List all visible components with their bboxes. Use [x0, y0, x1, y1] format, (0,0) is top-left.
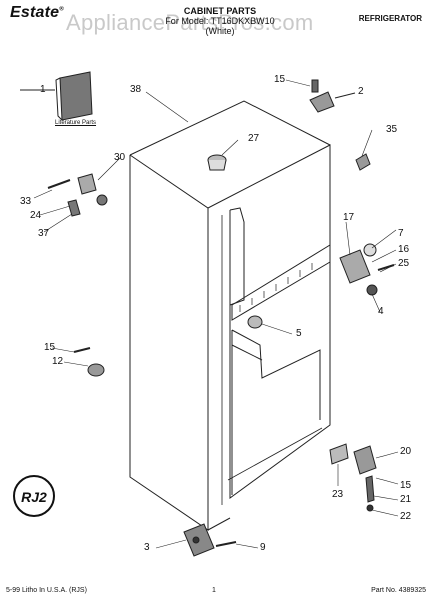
- footer-print-info: 5-99 Litho In U.S.A. (RJS): [6, 587, 87, 594]
- callout-15-bottom: 15: [400, 480, 412, 491]
- callout-24: 24: [30, 210, 42, 221]
- callout-38: 38: [130, 84, 142, 95]
- callout-12: 12: [52, 356, 64, 367]
- callout-17: 17: [343, 212, 355, 223]
- title-line-2: For Model: TT16DKXBW10: [165, 16, 275, 26]
- callout-25: 25: [398, 258, 410, 269]
- title-line-1: CABINET PARTS: [183, 6, 257, 16]
- footer-page-number: 1: [212, 587, 216, 594]
- callout-27: 27: [248, 133, 260, 144]
- callout-1: 1: [40, 84, 46, 95]
- diagram-title: CABINET PARTS For Model: TT16DKXBW10 (Wh…: [130, 6, 310, 36]
- callout-5: 5: [296, 328, 302, 339]
- callout-15-mid: 15: [44, 342, 56, 353]
- title-line-3: (White): [205, 26, 235, 36]
- watermark: AppliancePartsPros.com: [66, 10, 314, 35]
- callout-4: 4: [378, 306, 384, 317]
- callout-2: 2: [358, 86, 364, 97]
- callout-22: 22: [400, 511, 412, 522]
- callout-23: 23: [332, 489, 344, 500]
- svg-text:RJ2: RJ2: [21, 489, 47, 505]
- callout-30: 30: [114, 152, 126, 163]
- callout-16: 16: [398, 244, 410, 255]
- callout-33: 33: [20, 196, 32, 207]
- appliance-type: REFRIGERATOR: [358, 14, 422, 23]
- callout-9: 9: [260, 542, 266, 553]
- literature-parts-label: Literature Parts: [55, 120, 97, 126]
- footer-part-number: Part No. 4389325: [371, 587, 426, 594]
- callout-3: 3: [144, 542, 150, 553]
- literature-book-icon: [59, 71, 93, 121]
- brand-logo: Estate®: [10, 4, 64, 21]
- callout-37: 37: [38, 228, 50, 239]
- callout-7: 7: [398, 228, 404, 239]
- callout-21: 21: [400, 494, 412, 505]
- callout-20: 20: [400, 446, 412, 457]
- rj2-stamp-logo: RJ2: [13, 475, 55, 517]
- callout-15-top: 15: [274, 74, 286, 85]
- callout-35: 35: [386, 124, 398, 135]
